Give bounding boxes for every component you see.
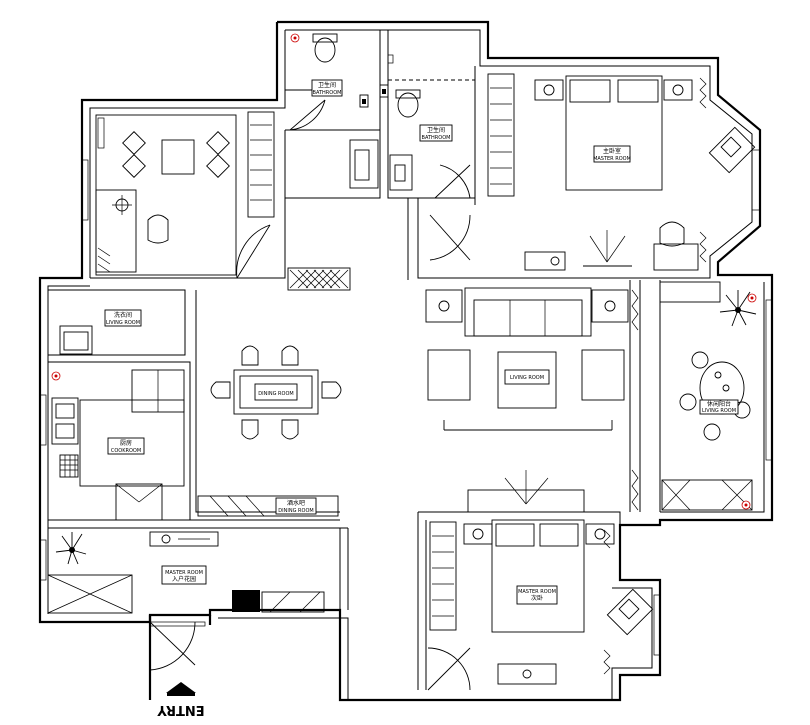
plant-icon xyxy=(55,532,87,565)
kitchen: 厨房 COOKROOM xyxy=(51,369,185,521)
dining-room: DINING ROOM 酒水吧 DINING ROOM xyxy=(197,345,342,517)
windows xyxy=(39,149,773,656)
bathroom-2: 卫生间 BATHROOM xyxy=(379,54,453,191)
laundry-room: 洗衣间 LIVING ROOM xyxy=(59,309,142,355)
svg-text:LIVING ROOM: LIVING ROOM xyxy=(510,375,544,381)
bathroom-1: 卫生间 BATHROOM xyxy=(290,33,379,189)
svg-text:LIVING ROOM: LIVING ROOM xyxy=(702,408,736,414)
svg-text:MASTER ROOM: MASTER ROOM xyxy=(593,156,631,162)
wardrobe-hatch xyxy=(250,124,272,201)
socket-icon xyxy=(290,33,300,43)
svg-text:酒水吧: 酒水吧 xyxy=(287,499,305,507)
leisure-balcony: 休闲阳台 LIVING ROOM xyxy=(659,281,757,511)
hatched-wall xyxy=(287,267,351,291)
svg-text:LIVING ROOM: LIVING ROOM xyxy=(106,320,140,326)
socket-icon xyxy=(747,293,757,303)
entry-arrow-icon xyxy=(166,682,196,693)
entry-label: ENTRY xyxy=(157,702,205,717)
wall-zigzag xyxy=(631,289,639,511)
svg-text:DINING ROOM: DINING ROOM xyxy=(278,508,313,514)
svg-text:卫生间: 卫生间 xyxy=(318,81,336,89)
svg-text:COOKROOM: COOKROOM xyxy=(111,448,141,454)
svg-text:BATHROOM: BATHROOM xyxy=(313,90,342,96)
svg-text:洗衣间: 洗衣间 xyxy=(114,311,132,319)
svg-text:休闲阳台: 休闲阳台 xyxy=(707,400,731,408)
svg-text:入户花园: 入户花园 xyxy=(172,575,196,583)
plant-icon xyxy=(719,290,757,327)
socket-icon xyxy=(51,371,61,381)
master-bedroom: 主卧室 MASTER ROOM xyxy=(487,73,756,271)
window-blinds xyxy=(699,77,707,263)
svg-text:DINING ROOM: DINING ROOM xyxy=(258,391,293,397)
interior-walls xyxy=(48,30,711,690)
entry-marker: ENTRY xyxy=(157,682,205,717)
svg-text:主卧室: 主卧室 xyxy=(603,147,621,155)
svg-text:MASTER ROOM: MASTER ROOM xyxy=(165,570,203,576)
study-room xyxy=(95,111,275,276)
wall-zigzag xyxy=(603,529,611,675)
svg-text:MASTER ROOM: MASTER ROOM xyxy=(518,589,556,595)
svg-text:厨房: 厨房 xyxy=(120,439,132,447)
outer-walls xyxy=(38,20,774,702)
svg-text:卫生间: 卫生间 xyxy=(427,126,445,134)
entrance-garden: MASTER ROOM 入户花园 xyxy=(47,531,325,614)
second-bedroom: MASTER ROOM 次卧 xyxy=(429,519,654,685)
doors xyxy=(149,99,471,691)
svg-text:次卧: 次卧 xyxy=(531,594,543,602)
socket-icon xyxy=(741,500,751,510)
living-room: LIVING ROOM xyxy=(425,287,639,513)
svg-text:BATHROOM: BATHROOM xyxy=(422,135,451,141)
armchair-icon xyxy=(122,131,230,178)
